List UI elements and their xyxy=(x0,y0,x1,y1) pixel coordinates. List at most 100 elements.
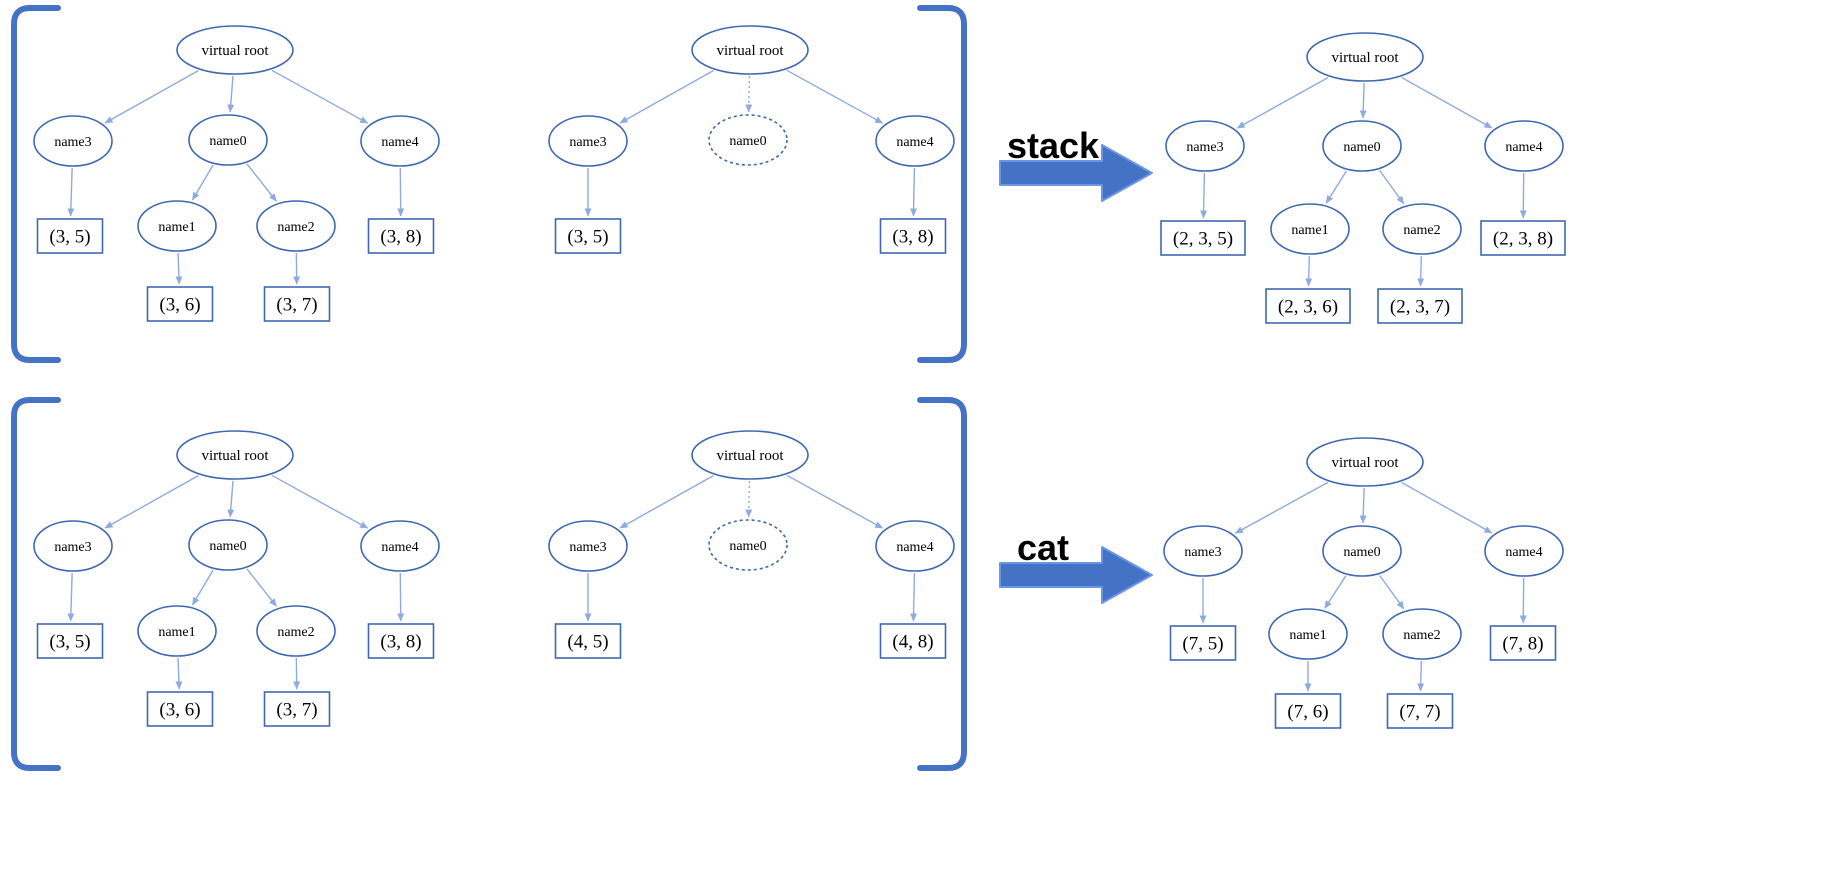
name-node-ellipse xyxy=(1163,525,1243,577)
name-node-ellipse xyxy=(188,519,268,571)
node-label: name4 xyxy=(896,135,933,150)
operation-label-cat: cat xyxy=(1016,527,1070,568)
stack-input-tree-2-leaf35: (3, 5) xyxy=(554,218,622,254)
name-node-ellipse xyxy=(1165,120,1245,172)
bracket-cat-open xyxy=(11,397,61,771)
name-node-ellipse xyxy=(1484,525,1564,577)
cat-result-tree-name2: name2 xyxy=(1382,608,1462,660)
name-node-ellipse xyxy=(33,520,113,572)
stack-input-tree-1-name4: name4 xyxy=(360,115,440,167)
name-node-ellipse xyxy=(708,114,788,166)
cat-result-tree-leaf77: (7, 7) xyxy=(1386,693,1454,729)
edge-vroot-to-name4 xyxy=(786,474,884,529)
node-label: name3 xyxy=(54,540,91,555)
leaf-value-label: (7, 8) xyxy=(1502,633,1543,654)
cat-input-tree-1-leaf37: (3, 7) xyxy=(263,691,331,727)
edge-name0-to-name2 xyxy=(246,568,277,607)
cat-result-tree-name0: name0 xyxy=(1322,525,1402,577)
leaf-box xyxy=(1274,693,1342,729)
cat-arrow-icon xyxy=(999,546,1153,604)
node-label: name4 xyxy=(381,540,418,555)
edge-name1-to-leaf36 xyxy=(175,657,183,690)
edge-vroot-to-name0 xyxy=(1359,487,1367,524)
name-node-ellipse xyxy=(137,605,217,657)
edge-name0-to-name1 xyxy=(191,164,214,201)
edge-vroot-to-name3 xyxy=(1236,76,1329,129)
leaf-value-label: (2, 3, 5) xyxy=(1173,228,1233,249)
cat-input-tree-1-name3: name3 xyxy=(33,520,113,572)
edge-vroot-to-name0 xyxy=(745,75,753,113)
stack-input-tree-1-name2: name2 xyxy=(256,200,336,252)
stack-input-tree-1-leaf35: (3, 5) xyxy=(36,218,104,254)
leaf-box xyxy=(554,623,622,659)
stack-result-tree-name4: name4 xyxy=(1484,120,1564,172)
node-label: name4 xyxy=(381,135,418,150)
edge-name3-to-leaf35 xyxy=(67,167,75,217)
node-label: virtual root xyxy=(716,43,784,59)
cat-input-tree-1-name4: name4 xyxy=(360,520,440,572)
cat-input-tree-2-vroot: virtual root xyxy=(691,430,809,480)
leaf-box xyxy=(1386,693,1454,729)
cat-input-tree-1-name1: name1 xyxy=(137,605,217,657)
edge-vroot-to-name4 xyxy=(786,69,884,124)
cat-input-tree-2-name0: name0 xyxy=(708,519,788,571)
cat-result-tree-name1: name1 xyxy=(1268,608,1348,660)
stack-input-tree-1-edges xyxy=(67,69,405,285)
stack-input-tree-2-leaf38: (3, 8) xyxy=(879,218,947,254)
name-node-ellipse xyxy=(1484,120,1564,172)
stack-result-tree-leaf235: (2, 3, 5) xyxy=(1160,220,1246,256)
node-label: name1 xyxy=(158,625,195,640)
leaf-value-label: (3, 8) xyxy=(380,226,421,247)
leaf-box xyxy=(879,623,947,659)
leaf-value-label: (2, 3, 8) xyxy=(1493,228,1553,249)
stack-input-tree-2-nodes: virtual root name3 name0 name4 (3, 5) (3, 8) xyxy=(548,25,955,254)
stack-input-tree-1-leaf38: (3, 8) xyxy=(367,218,435,254)
edge-vroot-to-name3 xyxy=(1234,481,1329,534)
bracket-cat-close xyxy=(917,397,967,771)
stack-input-tree-2-name0: name0 xyxy=(708,114,788,166)
leaf-box xyxy=(36,623,104,659)
node-label: virtual root xyxy=(1331,50,1399,66)
edge-name0-to-name1 xyxy=(1325,170,1347,204)
edge-name3-to-leaf35 xyxy=(67,572,75,622)
stack-result-tree-vroot: virtual root xyxy=(1306,32,1424,82)
stack-input-tree-1-name1: name1 xyxy=(137,200,217,252)
node-label: name1 xyxy=(1291,223,1328,238)
node-label: name3 xyxy=(569,540,606,555)
leaf-value-label: (2, 3, 6) xyxy=(1278,296,1338,317)
stack-result-tree-edges xyxy=(1200,76,1527,287)
stack-input-tree-1-leaf37: (3, 7) xyxy=(263,286,331,322)
cat-result-tree-edges xyxy=(1199,481,1527,692)
cat-result-tree-leaf76: (7, 6) xyxy=(1274,693,1342,729)
edge-vroot-to-name3 xyxy=(104,69,199,124)
name-node-ellipse xyxy=(1322,525,1402,577)
edge-name0-to-name1 xyxy=(191,569,214,606)
stack-result-tree-leaf236: (2, 3, 6) xyxy=(1265,288,1351,324)
node-label: name3 xyxy=(569,135,606,150)
name-node-ellipse xyxy=(1382,203,1462,255)
cat-input-tree-1-name0: name0 xyxy=(188,519,268,571)
leaf-value-label: (3, 7) xyxy=(276,294,317,315)
cat-result-tree-name4: name4 xyxy=(1484,525,1564,577)
leaf-value-label: (3, 8) xyxy=(892,226,933,247)
edge-name0-to-name1 xyxy=(1324,575,1347,609)
leaf-box xyxy=(36,218,104,254)
cat-input-tree-2-name3: name3 xyxy=(548,520,628,572)
cat-input-tree-2-leaf48: (4, 8) xyxy=(879,623,947,659)
cat-input-tree-1-leaf38: (3, 8) xyxy=(367,623,435,659)
name-node-ellipse xyxy=(1268,608,1348,660)
name-node-ellipse xyxy=(1270,203,1350,255)
leaf-box xyxy=(1377,288,1463,324)
leaf-value-label: (3, 6) xyxy=(159,294,200,315)
edge-vroot-to-name0 xyxy=(1359,82,1367,119)
name-node-ellipse xyxy=(33,115,113,167)
leaf-value-label: (3, 6) xyxy=(159,699,200,720)
name-node-ellipse xyxy=(548,115,628,167)
node-label: name4 xyxy=(1505,140,1542,155)
stack-input-tree-2: virtual root name3 name0 name4 (3, 5) (3, 8) xyxy=(548,25,955,254)
node-label: virtual root xyxy=(1331,455,1399,471)
stack-result-tree-name0: name0 xyxy=(1322,120,1402,172)
